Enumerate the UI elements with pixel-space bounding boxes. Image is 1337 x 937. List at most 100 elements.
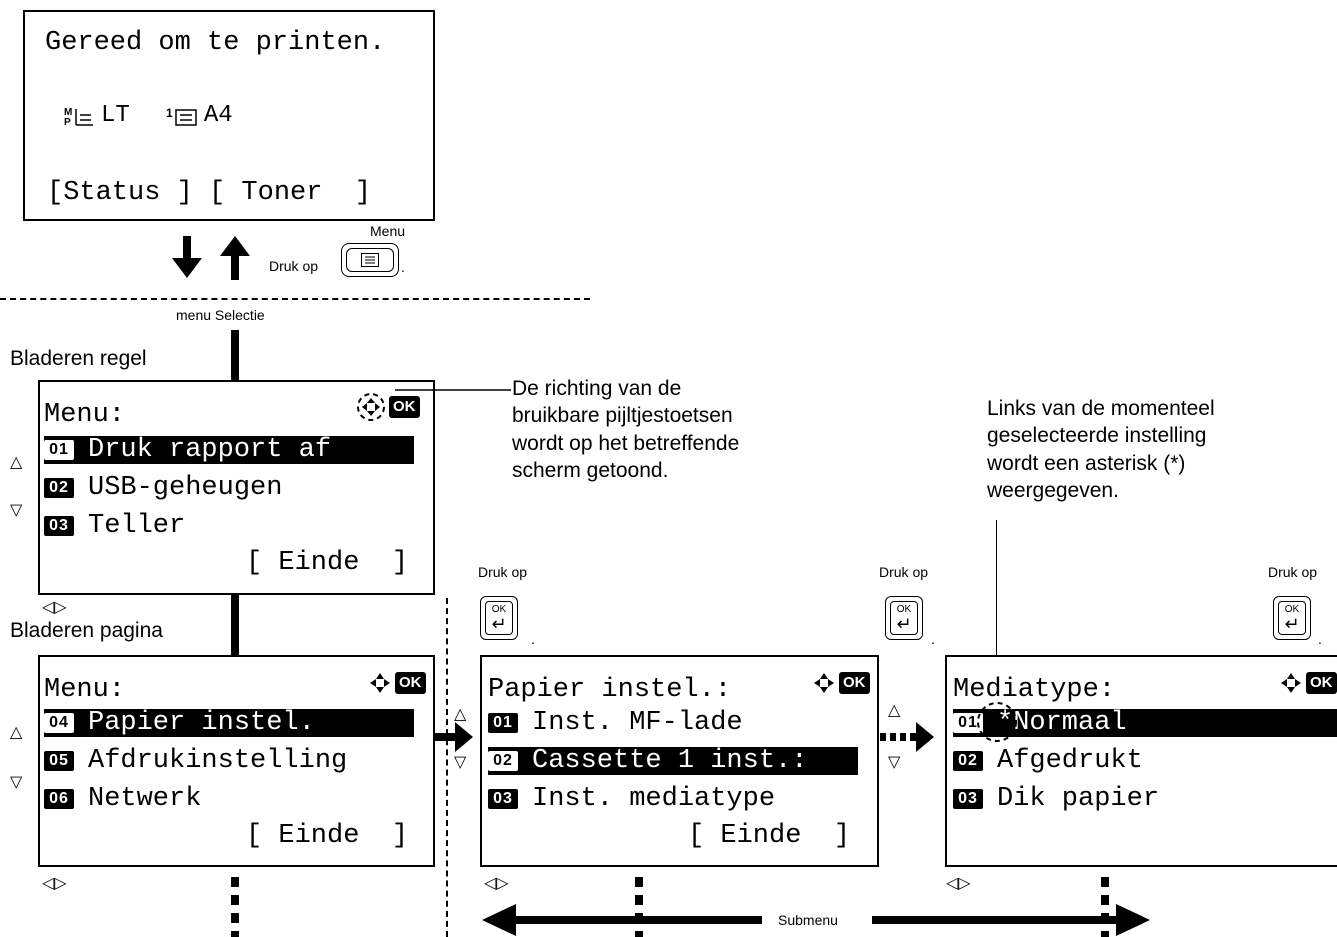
scroll-up-icon: △ [454,704,467,723]
menu-title: Menu: [44,400,126,430]
paper-row: M P LT 1 A4 [63,104,233,128]
callout-arrows: De richting van de bruikbare pijltjestoe… [512,375,739,484]
nav-indicator: OK [812,671,870,695]
menu-item-4[interactable]: 04 Papier instel. [44,708,414,738]
item-label: Inst. MF-lade [532,708,743,738]
submenu-label: Submenu [778,912,838,928]
status-line: Gereed om te printen. [45,28,386,58]
item-number: 03 [953,789,983,809]
direction-arrows-icon [814,673,834,693]
up-arrow-icon [220,236,250,280]
menu-item-1[interactable]: 01 Druk rapport af [44,435,414,465]
ok-key-text: OK [896,604,912,615]
callout-line: De richting van de [512,377,682,400]
paper2-label: A4 [203,102,233,129]
item-label: Papier instel. [88,708,315,738]
menu-title: Menu: [44,675,126,705]
separator-dashed [0,298,590,300]
vertical-dashed-divider [446,598,448,937]
page-leftright-icon: ◁▷ [484,873,509,892]
item-label: Teller [88,511,186,541]
ok-key-text: OK [1284,604,1300,615]
papier-item-2[interactable]: 02 Cassette 1 inst.: [488,746,858,776]
menu-list-icon [361,253,379,267]
direction-arrows-icon [370,673,390,693]
item-number: 04 [44,713,74,733]
item-label: Inst. mediatype [532,784,776,814]
end-softkey[interactable]: [ Einde ] [246,821,409,851]
ok-badge: OK [389,396,420,418]
menu-item-3[interactable]: 03 Teller [44,511,186,541]
period: . [931,631,935,647]
menu-key-caption: Menu [370,223,406,239]
callout-line: weergegeven. [987,478,1119,502]
papier-item-1[interactable]: 01 Inst. MF-lade [488,708,743,738]
menu-key[interactable] [341,243,399,277]
connector-bar-1 [231,330,239,382]
end-softkey[interactable]: [ Einde ] [246,548,409,578]
page-leftright-icon: ◁▷ [42,873,67,892]
menu-selection-label: menu Selectie [176,307,265,323]
item-number: 03 [44,516,74,536]
end-softkey[interactable]: [ Einde ] [688,821,851,851]
return-icon: ↵ [491,614,507,635]
ok-key[interactable]: OK ↵ [885,596,923,640]
scroll-line-label: Bladeren regel [10,347,147,370]
item-label: Druk rapport af [88,435,332,465]
item-label: Netwerk [88,784,202,814]
more-dots-1 [231,877,239,937]
scroll-up-icon: △ [888,700,901,719]
item-number: 01 [488,713,518,733]
menu-item-5[interactable]: 05 Afdrukinstelling [44,746,347,776]
ok-key[interactable]: OK ↵ [480,596,518,640]
scroll-down-icon: ▽ [10,500,23,519]
papier-item-3[interactable]: 03 Inst. mediatype [488,784,776,814]
page-leftright-icon: ◁▷ [946,873,971,892]
ok-badge: OK [395,672,426,694]
ok-badge: OK [839,672,870,694]
nav-indicator: OK [368,671,426,695]
paper1-label: LT [101,102,130,129]
menu-item-6[interactable]: 06 Netwerk [44,784,202,814]
druk-op-label: Druk op [478,564,528,580]
nav-indicator: OK [356,392,420,422]
item-number: 02 [44,478,74,498]
menu-title: Papier instel.: [488,675,732,705]
direction-arrows-icon [1281,673,1301,693]
menu-title: Mediatype: [953,675,1116,705]
callout-line-2 [996,520,997,700]
submenu-arrow-right-icon [872,904,1150,936]
svg-text:M: M [64,107,72,118]
more-dots-2 [635,877,643,937]
ok-key-text: OK [491,604,507,615]
period: . [1318,631,1322,647]
item-label: *Normaal [997,708,1127,738]
dotted-right-arrow-icon [880,722,934,752]
connector-bar-2 [231,595,239,657]
ok-badge: OK [1306,672,1337,694]
menu-item-2[interactable]: 02 USB-geheugen [44,473,282,503]
submenu-arrow-left-icon [482,904,762,936]
mp-tray-icon: M P [64,107,93,127]
more-dots-3 [1101,877,1109,937]
ok-key[interactable]: OK ↵ [1273,596,1311,640]
media-item-3[interactable]: 03 Dik papier [953,784,1160,814]
item-number: 06 [44,789,74,809]
media-item-2[interactable]: 02 Afgedrukt [953,746,1143,776]
callout-line: bruikbare pijltjestoetsen [512,404,733,428]
papier-screen: Papier instel.: OK 01 Inst. MF-lade 02 C… [480,655,879,867]
svg-text:1: 1 [166,106,173,120]
item-number: 02 [488,751,518,771]
item-number: 03 [488,789,518,809]
menu-screen-2: Menu: OK 04 Papier instel. 05 Afdrukinst… [38,655,435,867]
item-number: 01 [953,713,983,733]
media-item-1[interactable]: 01 *Normaal [953,708,1337,738]
callout-line-1 [395,389,511,391]
item-label: Dik papier [997,784,1160,814]
cassette-icon: 1 [166,106,197,126]
down-arrow-icon [172,236,202,278]
soft-keys[interactable]: [Status ] [ Toner ] [47,178,372,208]
nav-indicator: OK [1279,671,1337,695]
period: . [531,631,535,647]
callout-line: scherm getoond. [512,458,669,482]
